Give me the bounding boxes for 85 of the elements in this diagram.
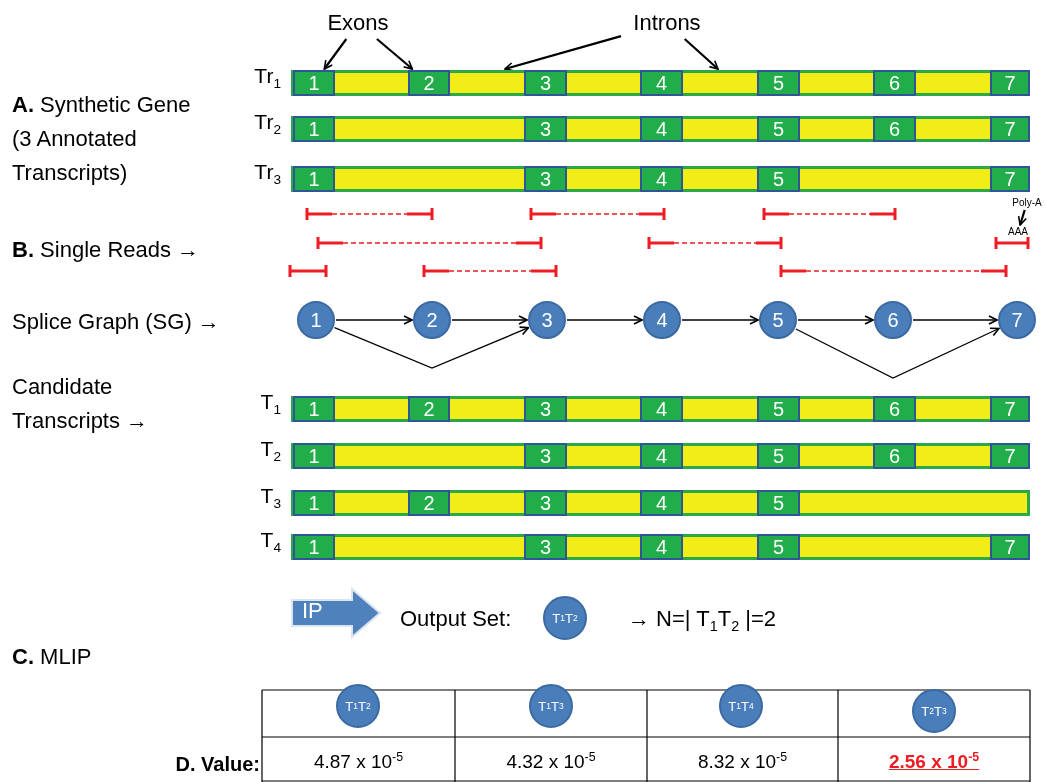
exon-box: 1 xyxy=(293,443,335,469)
table-value: 2.56 x 10$^{-5}$ xyxy=(887,749,981,775)
exon-box: 4 xyxy=(640,534,683,560)
graph-node: 4 xyxy=(643,301,681,339)
exon-box: 7 xyxy=(990,534,1030,560)
exon-box: 1 xyxy=(293,534,335,560)
exon-box: 3 xyxy=(524,443,567,469)
exon-box: 7 xyxy=(990,443,1030,469)
exon-box: 5 xyxy=(757,396,800,422)
callout-text: Poly-A xyxy=(1008,196,1046,209)
graph-arrow xyxy=(333,326,530,369)
leader-arrow xyxy=(376,38,414,70)
table-value: 8.32 x 10$^{-5}$ xyxy=(696,749,789,775)
table-value: 4.32 x 10$^{-5}$ xyxy=(505,749,597,775)
exon-box: 1 xyxy=(293,396,335,422)
exon-box: 2 xyxy=(408,70,450,96)
exon-box: 5 xyxy=(757,116,800,142)
exon-box: 6 xyxy=(873,116,916,142)
exon-box: 2 xyxy=(408,490,450,516)
exon-box: 3 xyxy=(524,70,567,96)
graph-arrow xyxy=(566,315,643,325)
row-header: D. Value: xyxy=(174,752,260,777)
graph-node: 6 xyxy=(874,301,912,339)
callout-text: Exons xyxy=(322,8,394,38)
exon-box: 4 xyxy=(640,116,683,142)
callout-text: AAA xyxy=(1004,226,1032,238)
table-value: 4.87 x 10$^{-5}$ xyxy=(312,749,405,775)
leader-arrow xyxy=(323,38,348,70)
transcript-label: Tr$_{3}$ xyxy=(254,160,281,188)
graph-node: 2 xyxy=(413,301,451,339)
exon-box: 4 xyxy=(640,166,683,192)
graph-arrow xyxy=(795,327,1000,379)
exon-box: 5 xyxy=(757,534,800,560)
exon-box: 5 xyxy=(757,490,800,516)
section-label: C. MLIP xyxy=(12,643,93,671)
exon-box: 3 xyxy=(524,166,567,192)
graph-arrow xyxy=(451,315,528,325)
exon-box: 7 xyxy=(990,166,1030,192)
exon-box: 7 xyxy=(990,70,1030,96)
graph-arrow xyxy=(912,315,998,325)
exon-box: 3 xyxy=(524,534,567,560)
transcript-label: T$_{1}$ xyxy=(260,390,281,418)
transcript-label: Tr$_{1}$ xyxy=(254,64,281,92)
exon-box: 6 xyxy=(873,70,916,96)
exon-box: 3 xyxy=(524,490,567,516)
section-label: Candidate Transcripts → xyxy=(12,373,150,435)
block-arrow: IP xyxy=(290,587,382,639)
graph-arrow xyxy=(797,315,874,325)
exon-box: 7 xyxy=(990,116,1030,142)
exon-box: 6 xyxy=(873,396,916,422)
exon-box: 4 xyxy=(640,70,683,96)
transcript-label: Tr$_{2}$ xyxy=(254,110,281,138)
exon-box: 7 xyxy=(990,396,1030,422)
exon-box: 4 xyxy=(640,443,683,469)
set-size-text: → N=| T$_{1}$T$_{2}$ |=2 xyxy=(628,605,777,637)
transcript-label: T$_{4}$ xyxy=(260,528,281,556)
graph-node: 1 xyxy=(297,301,335,339)
exon-box: 2 xyxy=(408,396,450,422)
exon-box: 1 xyxy=(293,166,335,192)
leader-arrow xyxy=(504,35,622,72)
leader-arrow xyxy=(1017,209,1028,226)
transcript-label: T$_{2}$ xyxy=(260,437,281,465)
output-label: Output Set: xyxy=(400,605,513,633)
leader-arrow xyxy=(683,38,719,70)
section-label: Splice Graph (SG) → xyxy=(12,308,221,336)
exon-box: 5 xyxy=(757,70,800,96)
exon-box: 3 xyxy=(524,396,567,422)
graph-node: 3 xyxy=(528,301,566,339)
graph-node: 5 xyxy=(759,301,797,339)
exon-box: 1 xyxy=(293,70,335,96)
exon-box: 1 xyxy=(293,490,335,516)
graph-arrow xyxy=(335,315,413,325)
section-label: B. Single Reads → xyxy=(12,236,201,264)
callout-text: Introns xyxy=(622,8,712,38)
exon-box: 3 xyxy=(524,116,567,142)
section-label: A. Synthetic Gene (3 Annotated Transcripts) xyxy=(12,91,192,187)
exon-box: 4 xyxy=(640,490,683,516)
exon-box: 6 xyxy=(873,443,916,469)
transcript-label: T$_{3}$ xyxy=(260,484,281,512)
exon-box: 4 xyxy=(640,396,683,422)
graph-arrow xyxy=(681,315,759,325)
graph-node: 7 xyxy=(998,301,1036,339)
exon-box: 1 xyxy=(293,116,335,142)
exon-box: 5 xyxy=(757,166,800,192)
exon-box: 5 xyxy=(757,443,800,469)
